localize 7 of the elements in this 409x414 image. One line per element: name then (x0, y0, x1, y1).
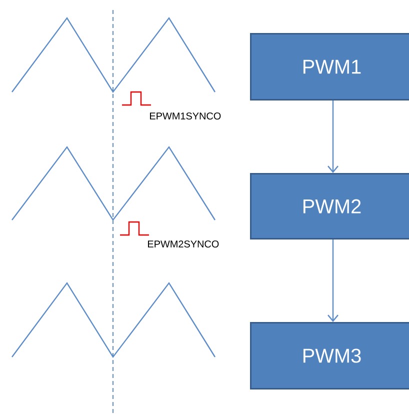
block-box: PWM2 (250, 173, 409, 240)
signal-label: EPWM2SYNCO (148, 240, 219, 248)
signal-label: EPWM1SYNCO (150, 112, 221, 120)
arrow (328, 240, 338, 322)
arrow (328, 100, 338, 173)
block-box: PWM3 (250, 322, 409, 390)
block-box: PWM1 (250, 33, 409, 100)
